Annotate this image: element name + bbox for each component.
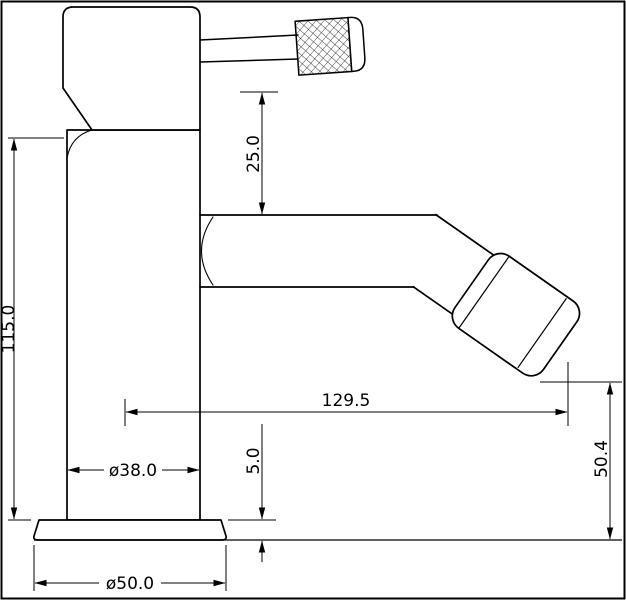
handle-grip-knurl	[294, 16, 353, 76]
dimension-labels: 25.0 115.0 129.5 ø38.0 5.0 50.4 ø50.0	[0, 135, 612, 594]
faucet-spout	[199, 214, 438, 288]
faucet-column	[66, 129, 201, 521]
dim-text-body-height: 115.0	[0, 305, 19, 354]
faucet-handle-grip	[294, 16, 366, 76]
aerator-band-lines	[458, 256, 567, 369]
faucet-figure	[32, 6, 581, 541]
dimension-lines	[8, 91, 622, 591]
spout-fill	[202, 215, 435, 287]
dim-text-spout-reach: 129.5	[322, 391, 371, 411]
housing-fillet	[66, 129, 93, 159]
extension-lines	[8, 91, 622, 591]
dim-text-base-diameter: ø50.0	[106, 574, 154, 594]
dim-text-outlet-height: 50.4	[592, 440, 612, 478]
dim-text-handle-to-spout: 25.0	[244, 135, 264, 173]
spout-neck-lines	[412, 213, 495, 316]
faucet-base	[32, 519, 228, 541]
faucet-aerator	[451, 252, 581, 377]
faucet-spout-end	[393, 213, 581, 377]
dim-text-base-plate-height: 5.0	[244, 447, 264, 474]
faucet-handle-rod	[199, 34, 299, 63]
dim-text-body-diameter: ø38.0	[109, 461, 157, 481]
handle-grip-tip	[347, 16, 366, 73]
faucet-body-housing	[62, 6, 201, 131]
spout-root-fillet	[201, 216, 214, 286]
